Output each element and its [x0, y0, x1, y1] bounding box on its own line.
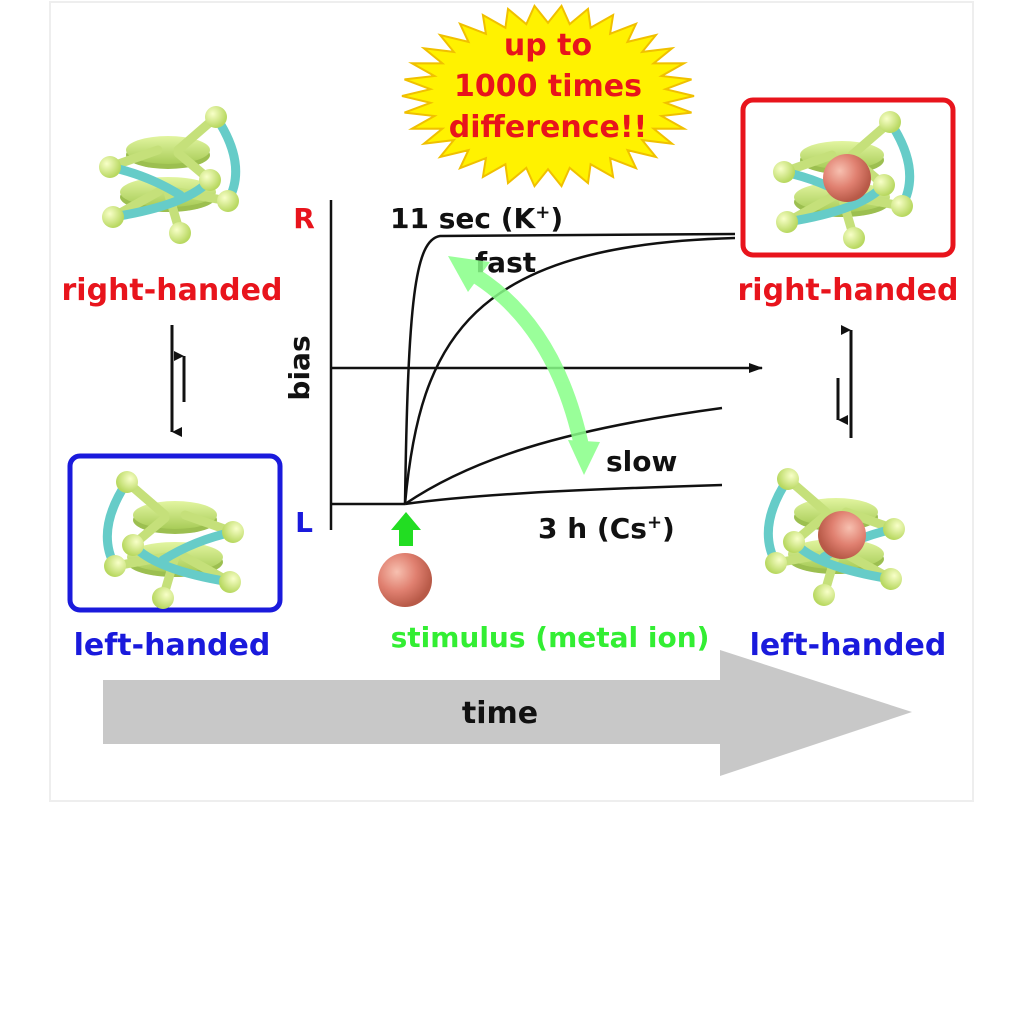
y-tick-r: R	[293, 202, 315, 235]
burst-line-2: 1000 times	[454, 69, 642, 104]
slow-word: slow	[606, 445, 677, 478]
left-handed-molecule-right	[765, 468, 905, 606]
burst-line-1: up to	[504, 28, 592, 63]
burst-line-3: difference!!	[449, 110, 647, 145]
time-label: time	[462, 696, 538, 731]
stimulus-label: stimulus (metal ion)	[391, 621, 710, 654]
right-handed-box	[740, 97, 956, 258]
left-handed-box	[67, 453, 283, 613]
y-tick-l: L	[295, 506, 313, 539]
right-top-label: right-handed	[738, 273, 959, 308]
right-bottom-label: left-handed	[750, 628, 947, 663]
right-handed-molecule-left	[99, 106, 239, 244]
stimulus-arrow	[391, 512, 421, 546]
slow-rate-label: 3 h (Cs+)	[538, 512, 675, 545]
curve-fast-2	[403, 236, 736, 505]
metal-ion-ball	[378, 553, 432, 607]
y-axis-label: bias	[283, 335, 316, 400]
bound-ion-ball	[818, 511, 866, 559]
left-bottom-label: left-handed	[74, 628, 271, 663]
left-top-label: right-handed	[62, 273, 283, 308]
left-handed-molecule-left	[104, 471, 244, 609]
curve-slow-2	[404, 406, 723, 506]
curve-fast-k	[403, 232, 736, 505]
fast-slow-double-arrow	[448, 256, 600, 475]
curve-slow-cs	[404, 483, 723, 506]
right-handed-molecule-right	[773, 111, 913, 249]
time-arrow	[103, 650, 912, 776]
bound-ion-ball	[823, 154, 871, 202]
fast-rate-label: 11 sec (K+)	[390, 202, 563, 235]
starburst-badge	[401, 3, 695, 189]
